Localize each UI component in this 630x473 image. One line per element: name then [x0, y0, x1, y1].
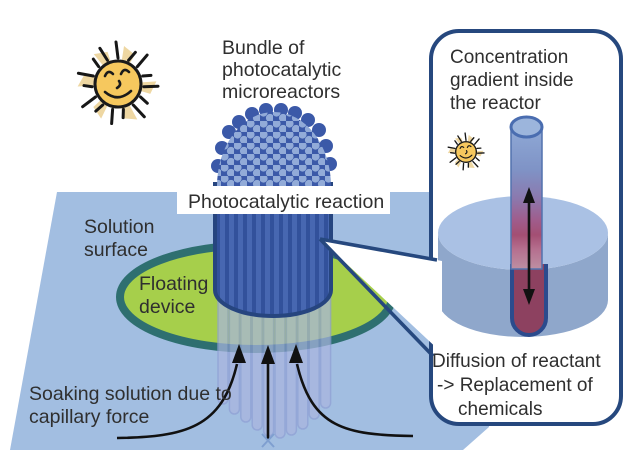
panel-caption-line3: chemicals: [458, 399, 542, 420]
panel-title-line1: Concentration: [450, 47, 568, 68]
soaking-label-line1: Soaking solution due to: [29, 383, 232, 405]
solution-label-line2: surface: [84, 239, 148, 261]
panel-caption-line1: Diffusion of reactant: [432, 351, 601, 372]
panel-title-line3: the reactor: [450, 93, 541, 114]
bundle-label-line3: microreactors: [222, 81, 340, 103]
diffusion-arrow: [523, 187, 535, 305]
tube-tip-mark: [261, 433, 275, 448]
capillary-arrow-right: [295, 363, 414, 438]
reaction-label: Photocatalytic reaction: [188, 191, 384, 213]
callout-wedge: [318, 237, 442, 358]
capillary-arrow-left: [116, 363, 239, 440]
reactor-tube: [509, 115, 544, 270]
soaking-label-line2: capillary force: [29, 406, 149, 428]
capillary-arrowheads: [232, 344, 303, 364]
reaction-band: [177, 186, 390, 214]
floating-label-line1: Floating: [139, 273, 208, 295]
microreactor-bundle-dome: [211, 103, 337, 186]
capillary-arrows: [116, 362, 414, 440]
sun-icon: [76, 40, 160, 126]
floating-label-line2: device: [139, 296, 195, 318]
microreactor-bundle-cylinder: [213, 182, 333, 318]
panel-title-line2: gradient inside: [450, 70, 574, 91]
bundle-label-line2: photocatalytic: [222, 59, 341, 81]
solution-label-line1: Solution: [84, 216, 154, 238]
panel-caption-line2: -> Replacement of: [437, 375, 593, 396]
bundle-label-line1: Bundle of: [222, 37, 305, 59]
reactor-tube-opening: [509, 115, 544, 139]
